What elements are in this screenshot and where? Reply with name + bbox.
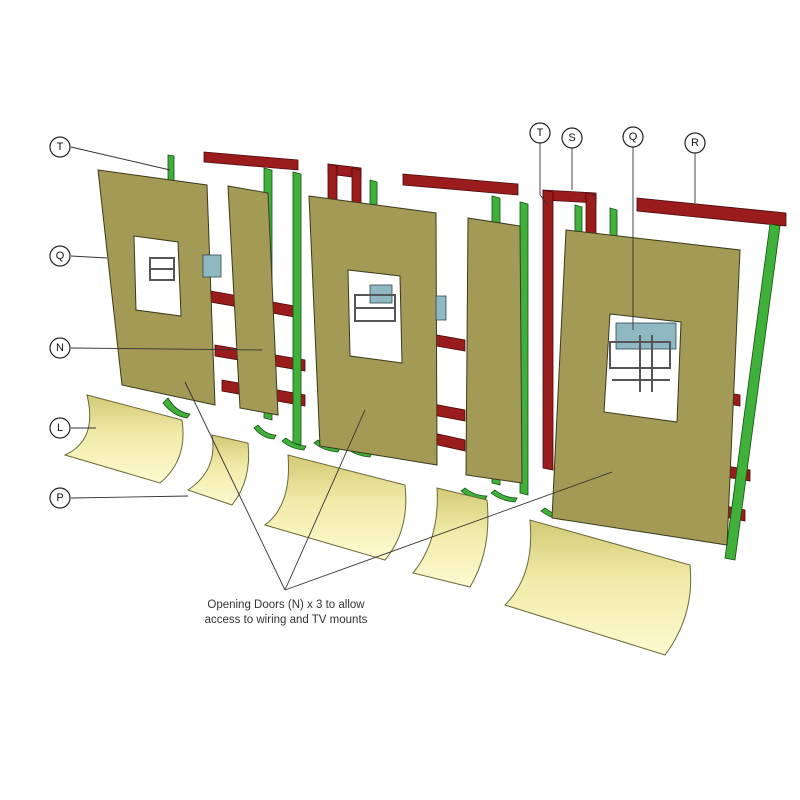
door-5: [551, 229, 741, 546]
svg-text:L: L: [57, 422, 63, 434]
callout-n: N: [49, 337, 71, 359]
door-3: [308, 195, 438, 466]
callout-t-left: T: [49, 136, 71, 158]
callout-q-right: Q: [622, 126, 644, 148]
svg-text:T: T: [537, 127, 544, 139]
callout-l: L: [49, 417, 71, 439]
s-frame-left: [542, 189, 554, 471]
svg-text:P: P: [56, 492, 63, 504]
door-1: [97, 169, 216, 406]
note-line-2: access to wiring and TV mounts: [205, 614, 368, 626]
curved-panel-5: [504, 519, 692, 656]
callout-t-right: T: [529, 122, 551, 144]
callout-p: P: [49, 487, 71, 509]
svg-text:R: R: [691, 137, 699, 149]
opening-doors-note: Opening Doors (N) x 3 to allow access to…: [205, 599, 368, 626]
svg-text:S: S: [568, 132, 575, 144]
red-top-rail-r: [636, 197, 787, 227]
callout-s: S: [561, 127, 583, 149]
tv-bracket-3: [354, 294, 396, 322]
svg-text:N: N: [56, 342, 64, 354]
svg-text:Q: Q: [56, 250, 65, 262]
tv-mounts: [149, 254, 677, 392]
panel-2: [227, 185, 279, 416]
door-panels: [97, 169, 741, 546]
panel-4: [465, 217, 523, 484]
svg-text:T: T: [57, 141, 64, 153]
callout-r: R: [684, 132, 706, 154]
curved-panel-4: [412, 487, 489, 588]
green-upright-r: [724, 223, 781, 561]
curved-panel-3: [263, 454, 407, 561]
callout-q-left: Q: [49, 245, 71, 267]
note-line-1: Opening Doors (N) x 3 to allow: [207, 599, 365, 611]
svg-text:Q: Q: [629, 131, 638, 143]
curved-panel-l: [63, 394, 184, 484]
curved-panels: [63, 394, 692, 656]
tv-bracket-5: [609, 335, 671, 392]
leader-lines: [70, 143, 696, 591]
curved-panel-p: [186, 434, 250, 506]
tv-bracket-1: [149, 257, 175, 281]
